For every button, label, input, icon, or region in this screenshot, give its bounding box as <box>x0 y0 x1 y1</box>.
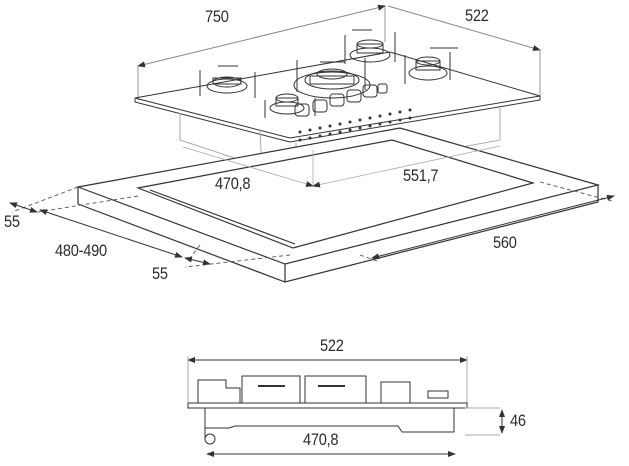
control-knobs <box>294 83 388 117</box>
dim-hob-depth: 522 <box>465 6 489 25</box>
dim-front-margin: 55 <box>4 212 20 231</box>
dim-body-depth: 470,8 <box>303 430 339 449</box>
countertop-cutout <box>9 127 615 283</box>
dim-cutout-width: 551,7 <box>403 166 439 185</box>
dim-counter-depth: 480-490 <box>55 241 107 260</box>
burner-left <box>199 65 256 98</box>
dim-counter-width: 560 <box>493 233 517 252</box>
dim-side-margin: 55 <box>152 264 168 283</box>
vent-holes <box>298 108 412 142</box>
dim-cutout-depth: 470,8 <box>215 174 251 193</box>
burner-rear <box>344 29 396 64</box>
burner-front-small <box>264 93 316 118</box>
dim-side-depth: 522 <box>320 336 344 355</box>
burner-right <box>404 47 458 84</box>
hob-isometric <box>134 4 541 179</box>
dim-height: 46 <box>510 411 526 430</box>
dim-hob-width: 750 <box>205 7 229 26</box>
side-profile <box>187 356 505 457</box>
